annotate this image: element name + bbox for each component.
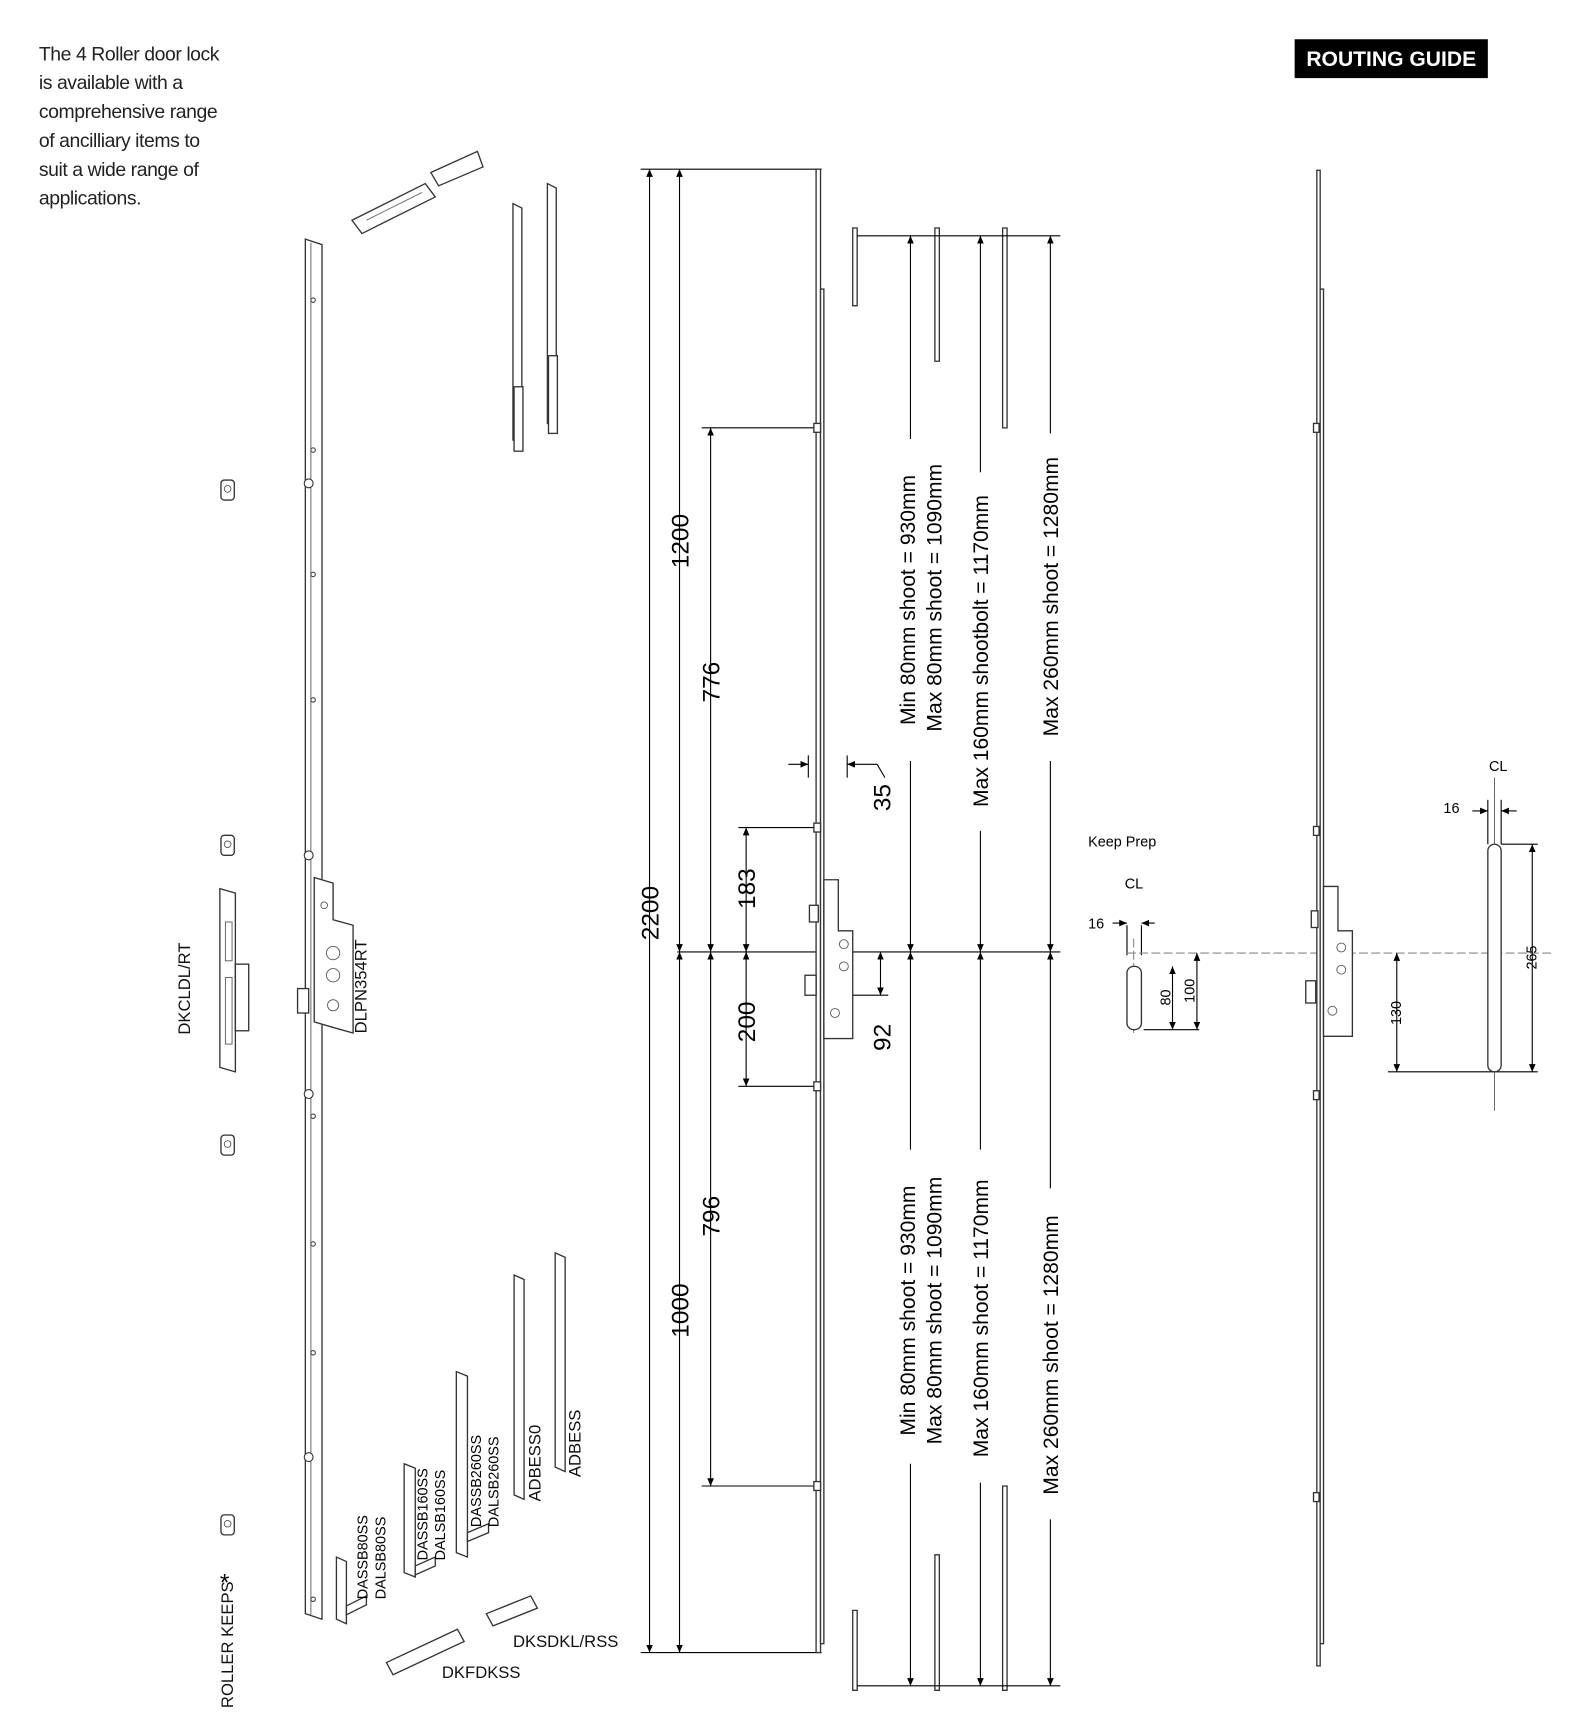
keep-prep: Keep Prep CL 16 80 100 bbox=[1088, 834, 1555, 1033]
asterisk: * bbox=[220, 1569, 230, 1596]
intro-line: of ancilliary items to bbox=[39, 130, 200, 152]
routing-centreline: CL bbox=[1489, 759, 1507, 775]
shoot-lower-max80: Max 80mm shoot = 1090mm bbox=[924, 1177, 947, 1445]
dim-1200: 1200 bbox=[667, 514, 694, 568]
label-adbess: ADBESS bbox=[566, 1410, 585, 1478]
dim-35: 35 bbox=[869, 784, 896, 811]
routing-elevation: 130 16 CL 265 bbox=[1305, 169, 1541, 1667]
label-adbess0: ADBESS0 bbox=[526, 1425, 545, 1502]
routing-265: 265 bbox=[1525, 945, 1541, 969]
label-dassb260: DASSB260SS bbox=[469, 1435, 485, 1527]
roller-keep-icon bbox=[220, 1134, 235, 1156]
label-dalsb260: DALSB260SS bbox=[487, 1436, 503, 1527]
intro-line: applications. bbox=[39, 188, 141, 210]
shoot-upper-max260: Max 260mm shoot = 1280mm bbox=[1040, 457, 1063, 736]
intro-line: is available with a bbox=[39, 72, 183, 94]
label-dalsb160: DALSB160SS bbox=[433, 1470, 449, 1561]
part-labels: DKCLDL/RT DLPN354RT ROLLER KEEPS * DASSB… bbox=[175, 939, 619, 1708]
label-dassb160: DASSB160SS bbox=[415, 1468, 431, 1560]
intro-line: suit a wide range of bbox=[39, 159, 200, 181]
label-dksdkl: DKSDKL/RSS bbox=[513, 1632, 618, 1651]
dim-200: 200 bbox=[734, 1002, 761, 1043]
intro-line: The 4 Roller door lock bbox=[39, 43, 220, 65]
shoot-lower-max160: Max 160mm shoot = 1170mm bbox=[970, 1179, 993, 1457]
exploded-parts bbox=[219, 150, 566, 1676]
top-extension-rods bbox=[512, 182, 559, 452]
centreline-symbol: CL bbox=[1125, 877, 1143, 893]
roller-keeps bbox=[220, 479, 235, 1536]
dim-92: 92 bbox=[869, 1024, 896, 1051]
dim-796: 796 bbox=[698, 1196, 725, 1237]
shoot-upper-max80: Max 80mm shoot = 1090mm bbox=[924, 464, 947, 732]
routing-130: 130 bbox=[1389, 1001, 1405, 1025]
shoot-upper-min80: Min 80mm shoot = 930mm bbox=[897, 475, 920, 725]
routing-width: 16 bbox=[1443, 801, 1459, 817]
dimensioned-elevation: 2200 1200 1000 776 796 183 200 35 92 Min… bbox=[637, 168, 1063, 1691]
roller-icon bbox=[303, 478, 314, 1463]
keep-prep-100: 100 bbox=[1183, 979, 1199, 1003]
intro-text: The 4 Roller door lock is available with… bbox=[39, 43, 220, 209]
dim-1000: 1000 bbox=[667, 1283, 694, 1337]
dim-183: 183 bbox=[734, 868, 761, 909]
bottom-shootbolts bbox=[335, 1251, 566, 1625]
roller-keep-icon bbox=[220, 479, 235, 501]
shoot-upper-max160: Max 160mm shootbolt = 1170mm bbox=[970, 495, 993, 807]
label-dkcldl: DKCLDL/RT bbox=[175, 942, 194, 1034]
label-roller-keeps: ROLLER KEEPS bbox=[218, 1581, 237, 1708]
label-dkfdkss: DKFDKSS bbox=[442, 1663, 521, 1682]
intro-line: comprehensive range bbox=[39, 101, 217, 123]
dim-776: 776 bbox=[698, 662, 725, 703]
roller-keep-icon bbox=[220, 834, 235, 857]
label-dassb80: DASSB80SS bbox=[356, 1515, 372, 1599]
shootbolt-elevations bbox=[852, 227, 1008, 1691]
lock-strip-elevation bbox=[804, 168, 854, 1654]
roller-keep-icon bbox=[220, 1514, 235, 1536]
keep-prep-title: Keep Prep bbox=[1088, 834, 1156, 850]
label-dlpn: DLPN354RT bbox=[351, 939, 370, 1033]
shoot-lower-max260: Max 260mm shoot = 1280mm bbox=[1040, 1215, 1063, 1494]
shoot-dimension-lines bbox=[893, 235, 1061, 1687]
keep-prep-width: 16 bbox=[1088, 917, 1104, 933]
routing-guide-badge: ROUTING GUIDE bbox=[1294, 39, 1488, 79]
gearbox-body bbox=[296, 876, 354, 1034]
shoot-lower-min80: Min 80mm shoot = 930mm bbox=[897, 1186, 920, 1436]
label-dalsb80: DALSB80SS bbox=[373, 1517, 389, 1600]
centre-keep-dkcldl bbox=[219, 887, 250, 1073]
top-keep-plates bbox=[350, 150, 484, 235]
keep-prep-80: 80 bbox=[1158, 989, 1174, 1005]
dim-2200: 2200 bbox=[637, 886, 664, 940]
svg-text:ROUTING GUIDE: ROUTING GUIDE bbox=[1306, 48, 1476, 71]
bottom-keep-plates bbox=[385, 1595, 539, 1676]
